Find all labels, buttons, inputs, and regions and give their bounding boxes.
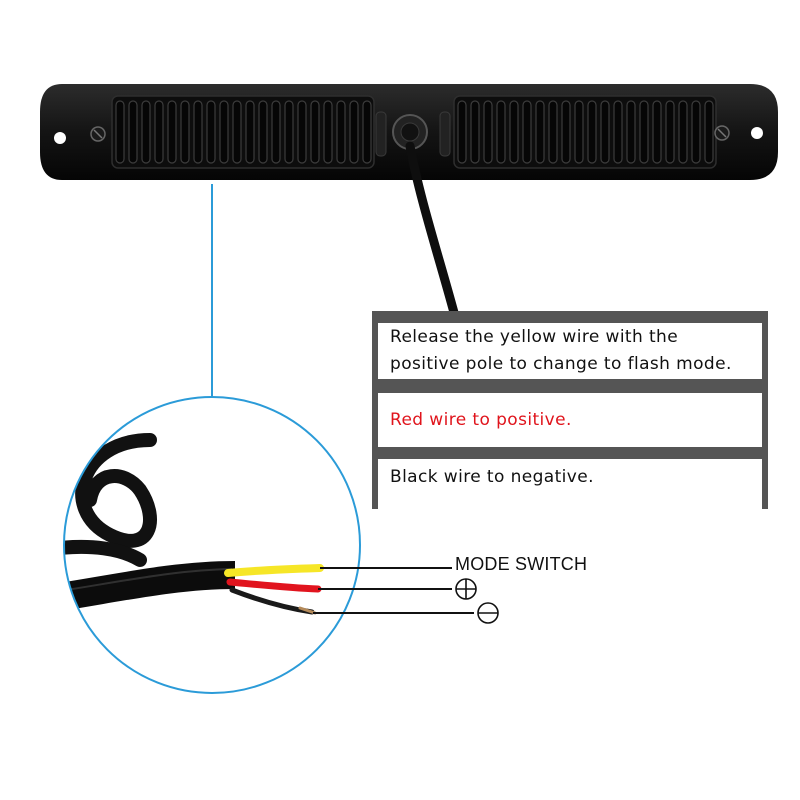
mode-switch-label: MODE SWITCH [455, 554, 588, 574]
black-wire-note-text: Black wire to negative. [390, 467, 594, 487]
fin-slot [336, 100, 346, 164]
fin-slot [297, 100, 307, 164]
black-wire-note: Black wire to negative. [378, 459, 762, 509]
fin-slot [258, 100, 268, 164]
fin-slot [284, 100, 294, 164]
fin-slot [665, 100, 675, 164]
fin-slot [613, 100, 623, 164]
fin-slot [522, 100, 532, 164]
instruction-panel: Release the yellow wire with the positiv… [372, 311, 768, 509]
fin-slot [561, 100, 571, 164]
fin-slot [535, 100, 545, 164]
fin-slot [193, 100, 203, 164]
fin-slot [457, 100, 467, 164]
plus-circle-icon [455, 578, 477, 600]
fin-slot [128, 100, 138, 164]
fin-slot [548, 100, 558, 164]
red-wire [226, 578, 322, 593]
minus-circle-icon [477, 602, 499, 624]
fin-slot [141, 100, 151, 164]
fin-slot [639, 100, 649, 164]
yellow-wire [224, 564, 324, 577]
mount-hole-left-icon [54, 132, 66, 144]
power-cable [405, 141, 461, 325]
fin-slot [574, 100, 584, 164]
fin-slot [323, 100, 333, 164]
fin-slot [206, 100, 216, 164]
fin-slot [180, 100, 190, 164]
fin-slot [691, 100, 701, 164]
fin-slot [154, 100, 164, 164]
fin-slot [652, 100, 662, 164]
zoom-circle [63, 396, 361, 694]
mount-hole-right-icon [751, 127, 763, 139]
fin-slot [271, 100, 281, 164]
fin-slot [587, 100, 597, 164]
fin-slot [349, 100, 359, 164]
led-light-bar [40, 84, 778, 180]
fin-slot [362, 100, 372, 164]
fin-slot [219, 100, 229, 164]
red-wire-note: Red wire to positive. [378, 393, 762, 447]
fin-slot [245, 100, 255, 164]
fin-slot [600, 100, 610, 164]
cooling-fins-left [115, 100, 372, 164]
cooling-fins-right [457, 100, 714, 164]
wire-closeup [64, 397, 360, 693]
fin-slot [310, 100, 320, 164]
fin-slot [115, 100, 125, 164]
fin-slot [704, 100, 714, 164]
yellow-wire-note-line-2: positive pole to change to flash mode. [390, 354, 732, 374]
fin-slot [232, 100, 242, 164]
fin-slot [496, 100, 506, 164]
fin-slot [470, 100, 480, 164]
fin-slot [678, 100, 688, 164]
fin-slot [626, 100, 636, 164]
yellow-wire-note: Release the yellow wire with the positiv… [378, 323, 762, 379]
red-wire-note-text: Red wire to positive. [390, 410, 572, 430]
fin-slot [483, 100, 493, 164]
fin-slot [509, 100, 519, 164]
fin-slot [167, 100, 177, 164]
yellow-wire-note-line-1: Release the yellow wire with the [390, 327, 679, 347]
